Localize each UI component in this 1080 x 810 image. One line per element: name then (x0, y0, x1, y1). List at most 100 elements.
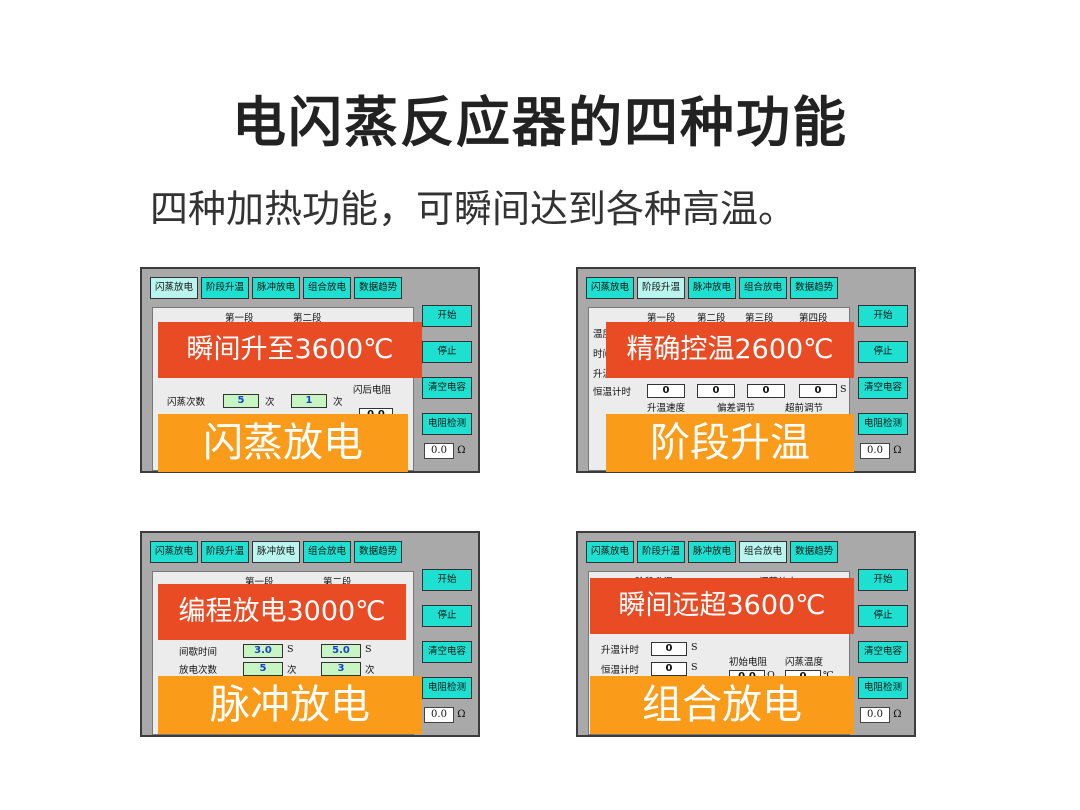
discharge-count-stage-2[interactable]: 3 (321, 662, 361, 676)
heating-label: 升温 (593, 369, 613, 380)
unit-times: 次 (365, 665, 375, 676)
header-stage-2: 第二段 (697, 313, 726, 324)
flash-temperature-label: 闪蒸温度 (785, 657, 824, 668)
feature-title-pulse: 脉冲放电 (158, 676, 422, 734)
clear-capacitor-button[interactable]: 清空电容 (858, 377, 908, 399)
stop-button[interactable]: 停止 (858, 605, 908, 627)
tab-flash-discharge[interactable]: 闪蒸放电 (586, 277, 635, 299)
tab-flash-discharge[interactable]: 闪蒸放电 (150, 277, 199, 299)
tab-combined-discharge[interactable]: 组合放电 (303, 277, 352, 299)
feature-highlight-stage: 精确控温2600℃ (606, 322, 854, 378)
interval-time-stage-1[interactable]: 3.0 (243, 644, 283, 658)
feature-highlight-combined: 瞬间远超3600℃ (590, 578, 854, 634)
resistance-value: 0.0 (860, 707, 890, 723)
flash-count-stage-2[interactable]: 1 (291, 394, 327, 408)
hold-timer-stage-3[interactable]: 0 (747, 384, 785, 398)
feature-highlight-flash: 瞬间升至3600℃ (158, 322, 422, 378)
after-resistance-label: 闪后电阻 (353, 385, 392, 396)
hold-timer-value[interactable]: 0 (651, 662, 687, 676)
resistance-value: 0.0 (424, 707, 454, 723)
unit-label: 次 (265, 397, 275, 408)
flash-count-label: 闪蒸次数 (167, 397, 206, 408)
tab-flash-discharge[interactable]: 闪蒸放电 (586, 541, 635, 563)
tab-stage-heating[interactable]: 阶段升温 (201, 541, 250, 563)
tab-flash-discharge[interactable]: 闪蒸放电 (150, 541, 199, 563)
feature-highlight-pulse: 编程放电3000℃ (158, 584, 406, 640)
resistance-check-button[interactable]: 电阻检测 (422, 677, 472, 699)
heating-timer-label: 升温计时 (601, 645, 640, 656)
heating-timer-value[interactable]: 0 (651, 642, 687, 656)
resistance-check-button[interactable]: 电阻检测 (858, 413, 908, 435)
lead-adjust-label: 超前调节 (785, 403, 824, 414)
tab-pulse-discharge[interactable]: 脉冲放电 (252, 277, 301, 299)
deviation-adjust-label: 偏差调节 (717, 403, 756, 414)
header-stage-1: 第一段 (245, 577, 274, 588)
feature-title-combined: 组合放电 (590, 676, 854, 734)
tab-combined-discharge[interactable]: 组合放电 (739, 277, 788, 299)
resistance-readout: 0.0 Ω (424, 707, 465, 723)
tab-pulse-discharge[interactable]: 脉冲放电 (688, 541, 737, 563)
unit-seconds: S (840, 384, 847, 395)
ohm-unit: Ω (893, 445, 902, 456)
tab-bar: 闪蒸放电 阶段升温 脉冲放电 组合放电 数据趋势 (586, 277, 839, 299)
header-stage-4: 第四段 (799, 313, 828, 324)
stop-button[interactable]: 停止 (422, 341, 472, 363)
stop-button[interactable]: 停止 (422, 605, 472, 627)
hold-timer-label: 恒温计时 (601, 665, 640, 676)
tab-bar: 闪蒸放电 阶段升温 脉冲放电 组合放电 数据趋势 (586, 541, 839, 563)
resistance-check-button[interactable]: 电阻检测 (858, 677, 908, 699)
discharge-count-stage-1[interactable]: 5 (243, 662, 283, 676)
resistance-readout: 0.0 Ω (424, 443, 465, 459)
tab-pulse-discharge[interactable]: 脉冲放电 (252, 541, 301, 563)
interval-time-label: 间歇时间 (179, 647, 218, 658)
tab-combined-discharge[interactable]: 组合放电 (739, 541, 788, 563)
unit-seconds: S (691, 662, 698, 673)
ohm-unit: Ω (893, 709, 902, 720)
tab-bar: 闪蒸放电 阶段升温 脉冲放电 组合放电 数据趋势 (150, 277, 403, 299)
clear-capacitor-button[interactable]: 清空电容 (858, 641, 908, 663)
feature-title-stage: 阶段升温 (606, 414, 854, 472)
clear-capacitor-button[interactable]: 清空电容 (422, 641, 472, 663)
hold-timer-stage-4[interactable]: 0 (799, 384, 837, 398)
header-stage-3: 第三段 (745, 313, 774, 324)
tab-data-trend[interactable]: 数据趋势 (790, 277, 839, 299)
tab-stage-heating[interactable]: 阶段升温 (201, 277, 250, 299)
start-button[interactable]: 开始 (858, 305, 908, 327)
header-stage-2: 第二段 (323, 577, 352, 588)
tab-stage-heating[interactable]: 阶段升温 (637, 277, 686, 299)
resistance-value: 0.0 (424, 443, 454, 459)
celsius-unit: ℃ (823, 670, 834, 681)
stop-button[interactable]: 停止 (858, 341, 908, 363)
page-title: 电闪蒸反应器的四种功能 (232, 91, 848, 154)
tab-bar: 闪蒸放电 阶段升温 脉冲放电 组合放电 数据趋势 (150, 541, 403, 563)
unit-label: 次 (333, 397, 343, 408)
resistance-readout: 0.0 Ω (860, 443, 901, 459)
clear-capacitor-button[interactable]: 清空电容 (422, 377, 472, 399)
tab-data-trend[interactable]: 数据趋势 (354, 277, 403, 299)
ohm-unit: Ω (767, 670, 775, 681)
unit-seconds: S (691, 642, 698, 653)
initial-resistance-label: 初始电阻 (729, 657, 768, 668)
flash-count-stage-1[interactable]: 5 (223, 394, 259, 408)
hold-timer-label: 恒温计时 (593, 387, 632, 398)
tab-pulse-discharge[interactable]: 脉冲放电 (688, 277, 737, 299)
ohm-unit: Ω (457, 709, 466, 720)
tab-combined-discharge[interactable]: 组合放电 (303, 541, 352, 563)
tab-data-trend[interactable]: 数据趋势 (354, 541, 403, 563)
start-button[interactable]: 开始 (858, 569, 908, 591)
resistance-value: 0.0 (860, 443, 890, 459)
start-button[interactable]: 开始 (422, 569, 472, 591)
heating-rate-label: 升温速度 (647, 403, 686, 414)
ohm-unit: Ω (457, 445, 466, 456)
interval-time-stage-2[interactable]: 5.0 (321, 644, 361, 658)
hold-timer-stage-2[interactable]: 0 (697, 384, 735, 398)
resistance-check-button[interactable]: 电阻检测 (422, 413, 472, 435)
time-label: 时间 (593, 349, 613, 360)
resistance-readout: 0.0 Ω (860, 707, 901, 723)
header-stage-2: 第二段 (293, 313, 322, 324)
tab-stage-heating[interactable]: 阶段升温 (637, 541, 686, 563)
tab-data-trend[interactable]: 数据趋势 (790, 541, 839, 563)
unit-times: 次 (287, 665, 297, 676)
hold-timer-stage-1[interactable]: 0 (647, 384, 685, 398)
start-button[interactable]: 开始 (422, 305, 472, 327)
